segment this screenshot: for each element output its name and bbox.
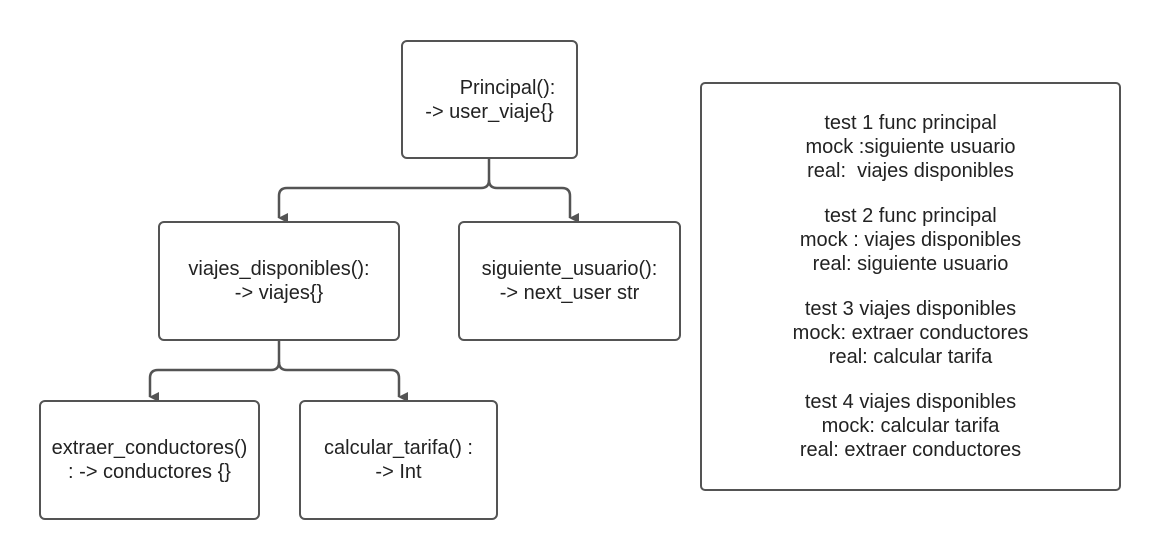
- test-case-title: test 3 viajes disponibles: [804, 298, 1017, 320]
- test-plan-box: test 1 func principal mock :siguiente us…: [700, 82, 1121, 491]
- test-case-title: test 2 func principal: [824, 205, 997, 227]
- test-case-title: test 1 func principal: [824, 112, 997, 134]
- node-principal-return: -> user_viaje{}: [425, 100, 554, 123]
- test-case-real: real: extraer conductores: [799, 439, 1022, 461]
- node-principal-signature: Principal():: [459, 76, 556, 99]
- connector-viajes-to-calcular: [277, 361, 408, 402]
- node-viajes-disponibles-signature: viajes_disponibles():: [188, 258, 370, 280]
- test-case: test 4 viajes disponibles mock: calcular…: [800, 390, 1021, 462]
- test-case: test 3 viajes disponibles mock: extraer …: [793, 297, 1029, 369]
- node-siguiente-usuario: siguiente_usuario(): -> next_user str: [458, 221, 681, 341]
- test-case: test 2 func principal mock : viajes disp…: [800, 204, 1021, 276]
- node-extraer-conductores: extraer_conductores() : -> conductores {…: [39, 400, 260, 520]
- node-principal: Principal(): -> user_viaje{}: [401, 40, 578, 159]
- test-case-real: real: siguiente usuario: [812, 253, 1009, 275]
- node-calcular-tarifa-return: -> Int: [375, 461, 422, 483]
- node-siguiente-usuario-return: -> next_user str: [499, 282, 640, 304]
- test-case-real: real: viajes disponibles: [807, 160, 1014, 182]
- node-extraer-conductores-return: : -> conductores {}: [68, 461, 231, 483]
- test-case-real: real: calcular tarifa: [828, 346, 993, 368]
- test-case-title: test 4 viajes disponibles: [804, 391, 1017, 413]
- test-case: test 1 func principal mock :siguiente us…: [805, 111, 1015, 183]
- test-case-mock: mock: extraer conductores: [792, 322, 1029, 344]
- test-case-mock: mock :siguiente usuario: [805, 136, 1016, 158]
- node-viajes-disponibles: viajes_disponibles(): -> viajes{}: [158, 221, 400, 341]
- node-calcular-tarifa: calcular_tarifa() : -> Int: [299, 400, 498, 520]
- connector-viajes-to-extraer: [148, 341, 281, 402]
- node-viajes-disponibles-return: -> viajes{}: [234, 282, 324, 304]
- node-siguiente-usuario-signature: siguiente_usuario():: [481, 258, 658, 280]
- connector-principal-to-siguiente: [487, 179, 579, 223]
- node-extraer-conductores-signature: extraer_conductores(): [51, 437, 248, 459]
- test-case-mock: mock : viajes disponibles: [799, 229, 1022, 251]
- node-calcular-tarifa-signature: calcular_tarifa() :: [324, 437, 473, 459]
- connector-principal-to-viajes: [277, 159, 491, 223]
- test-case-mock: mock: calcular tarifa: [821, 415, 1000, 437]
